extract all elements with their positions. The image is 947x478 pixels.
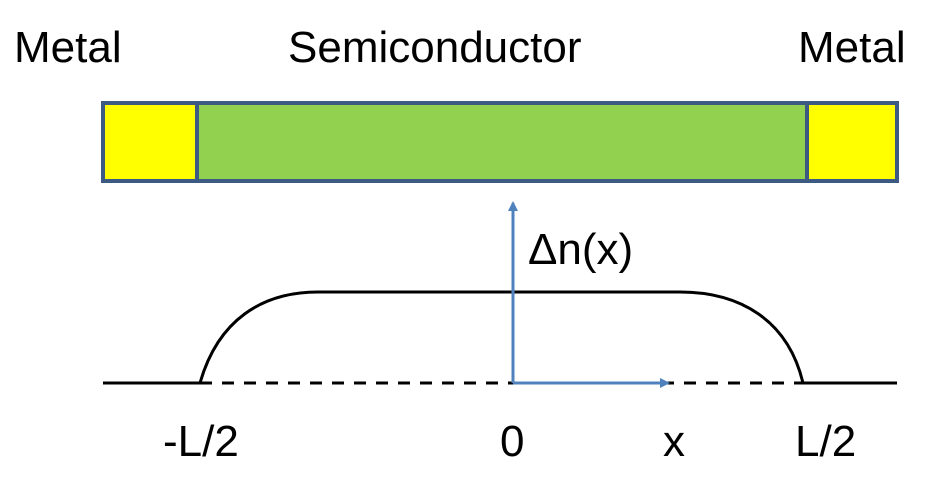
- y-axis-label: Δn(x): [528, 225, 634, 274]
- semiconductor-region: [195, 101, 809, 183]
- x-axis-label: x: [663, 417, 685, 466]
- metal-right-label: Metal: [798, 23, 906, 72]
- metal-contact-right: [805, 101, 899, 183]
- tick-label-half-l: L/2: [795, 417, 857, 466]
- metal-contact-left: [101, 101, 199, 183]
- metal-left-label: Metal: [14, 23, 122, 72]
- density-profile-curve: [198, 290, 805, 384]
- tick-label-minus-half-l: -L/2: [163, 417, 239, 466]
- tick-label-zero: 0: [500, 417, 525, 466]
- semiconductor-label: Semiconductor: [288, 23, 582, 72]
